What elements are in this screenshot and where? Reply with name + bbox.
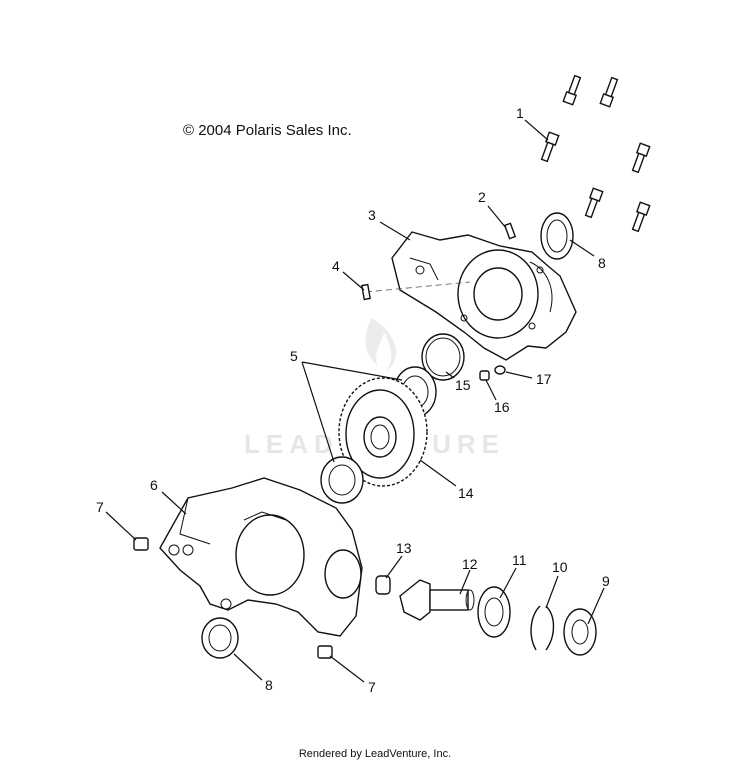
- part-10-snap-ring: [530, 605, 555, 651]
- callout-11: 11: [512, 552, 527, 568]
- callout-16: 16: [494, 399, 510, 415]
- part-5-bearing-lower: [320, 456, 364, 504]
- callout-8-lower: 8: [265, 677, 273, 693]
- callout-13: 13: [396, 540, 412, 556]
- part-8-seal-lower: [201, 617, 239, 659]
- callout-7-bottom: 7: [368, 679, 376, 695]
- callout-4: 4: [332, 258, 340, 274]
- callout-1: 1: [516, 105, 524, 121]
- callout-12: 12: [462, 556, 478, 572]
- callout-7-left: 7: [96, 499, 104, 515]
- part-2-dowel-pin: [503, 222, 517, 240]
- callout-9: 9: [602, 573, 610, 589]
- part-11-bearing: [477, 586, 511, 638]
- copyright-text: © 2004 Polaris Sales Inc.: [183, 122, 352, 139]
- part-14-ring-gear: [338, 377, 428, 487]
- part-9-seal: [563, 608, 597, 656]
- leader-lines: [105, 119, 605, 683]
- part-4-pin: [361, 283, 371, 301]
- part-8-seal-upper: [540, 212, 574, 260]
- callout-8-upper: 8: [598, 255, 606, 271]
- part-17-washer: [494, 365, 506, 375]
- callout-15: 15: [455, 377, 471, 393]
- part-7-breather-bottom: [317, 645, 333, 659]
- part-1-bolts: [540, 74, 651, 233]
- part-3-case-upper: [365, 231, 577, 361]
- part-13-bushing: [375, 575, 391, 595]
- part-7-breather-left: [133, 537, 149, 551]
- callout-5: 5: [290, 348, 298, 364]
- footer-credit: Rendered by LeadVenture, Inc.: [298, 748, 452, 760]
- callout-10: 10: [552, 559, 568, 575]
- callout-labels: 1 2 3 4 5 6 7 7 8 8 9 10 11 12 13 14 15 …: [96, 105, 610, 695]
- part-15-shim: [421, 333, 465, 381]
- callout-14: 14: [458, 485, 474, 501]
- part-12-pinion-shaft: [399, 579, 475, 621]
- callout-3: 3: [368, 207, 376, 223]
- callout-2: 2: [478, 189, 486, 205]
- callout-17: 17: [536, 371, 552, 387]
- part-16-plug: [479, 370, 490, 381]
- callout-6: 6: [150, 477, 158, 493]
- part-6-case-lower: [159, 477, 363, 637]
